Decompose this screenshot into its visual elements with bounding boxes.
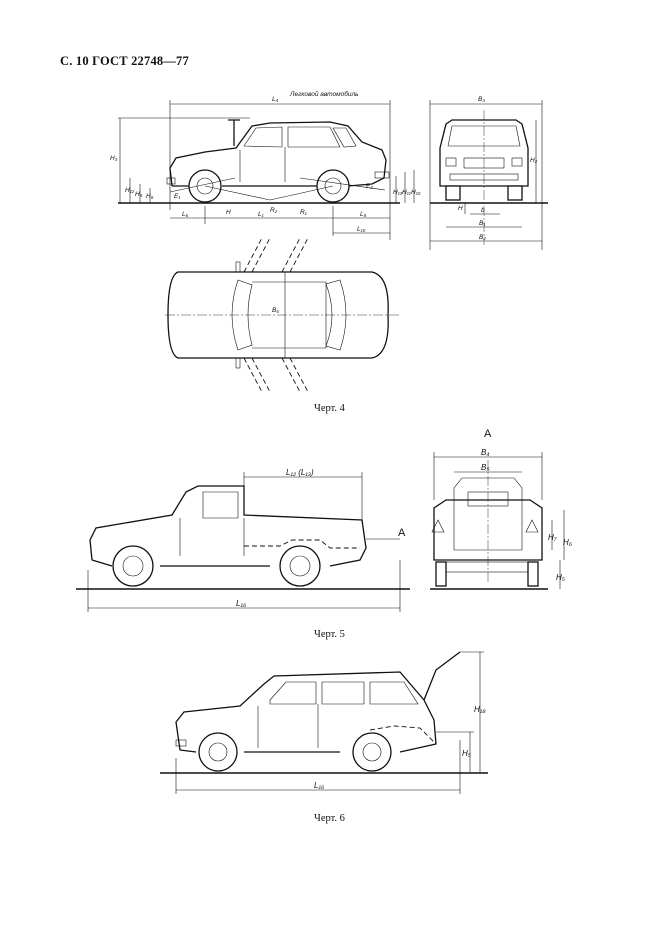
dim-H13: H₁₃ [393,189,403,196]
dim-L4: L₄ [272,96,279,103]
figure5-side-view: L₁₂ (L₁₃) A L₁₆ [76,468,410,612]
dim-B3: B₃ [478,96,485,103]
dim-H5-fig5: H₅ [556,573,566,582]
page-header: С. 10 ГОСТ 22748—77 [60,54,189,68]
dim-H11: H₁₁ [402,189,411,196]
dim-H7: H₇ [548,533,558,542]
dim-E1: E₁ [174,193,180,200]
dim-L10: L₁₀ [357,226,366,233]
dim-H9: H₉ [135,191,143,198]
dim-B1: B₁ [479,220,485,227]
dim-b: b [481,207,485,214]
dim-H: H [226,209,231,216]
dim-E2: E₂ [366,183,373,190]
figure4-top-view: B₆ [165,237,400,393]
dim-L1: L₁ [258,211,264,218]
view-arrow-A: A [398,527,406,539]
figure5-rear-view: A B₄ B₅ H₇ H₆ H₅ [430,428,573,590]
dim-L8: L₈ [360,211,367,218]
dim-R1: R₁ [300,209,307,216]
dim-R2: R₂ [270,207,278,214]
dim-H1: H [458,205,463,212]
dim-L16-fig5: L₁₆ [236,599,247,608]
dim-B6: B₆ [272,307,279,314]
dim-L12: L₁₂ (L₁₃) [286,468,314,477]
dim-H5-fig6: H₅ [462,749,472,758]
dim-B5: B₅ [481,463,490,472]
dim-H10: H₁₀ [411,189,421,196]
figure6-caption: Черт. 6 [314,813,345,824]
dim-H2: H₂ [530,157,538,164]
dim-H6: H₆ [563,538,573,547]
dim-B2: B₂ [479,234,486,241]
dim-L16-fig6: L₁₆ [314,781,325,790]
dim-H3: H₃ [110,155,118,162]
fig4-title-label: Легковой автомобиль [289,90,359,98]
figure4-front-view: B₃ H₂ H b B₁ B₂ [429,96,548,250]
dim-H18: H₁₈ [474,705,486,714]
dim-H12: H₁₂ [125,187,135,194]
dim-B4: B₄ [481,448,490,457]
figure6-side-view: H₁₈ H₅ L₁₆ [160,651,488,794]
figure4-side-view: Легковой автомобиль L₄ H₃ H₁₂ H₉ H₈ [110,90,421,240]
view-label-A: A [484,428,492,440]
dim-L6: L₆ [182,211,189,218]
figure4-caption: Черт. 4 [314,403,345,414]
dim-H8: H₈ [146,193,154,200]
figure5-caption: Черт. 5 [314,629,345,640]
